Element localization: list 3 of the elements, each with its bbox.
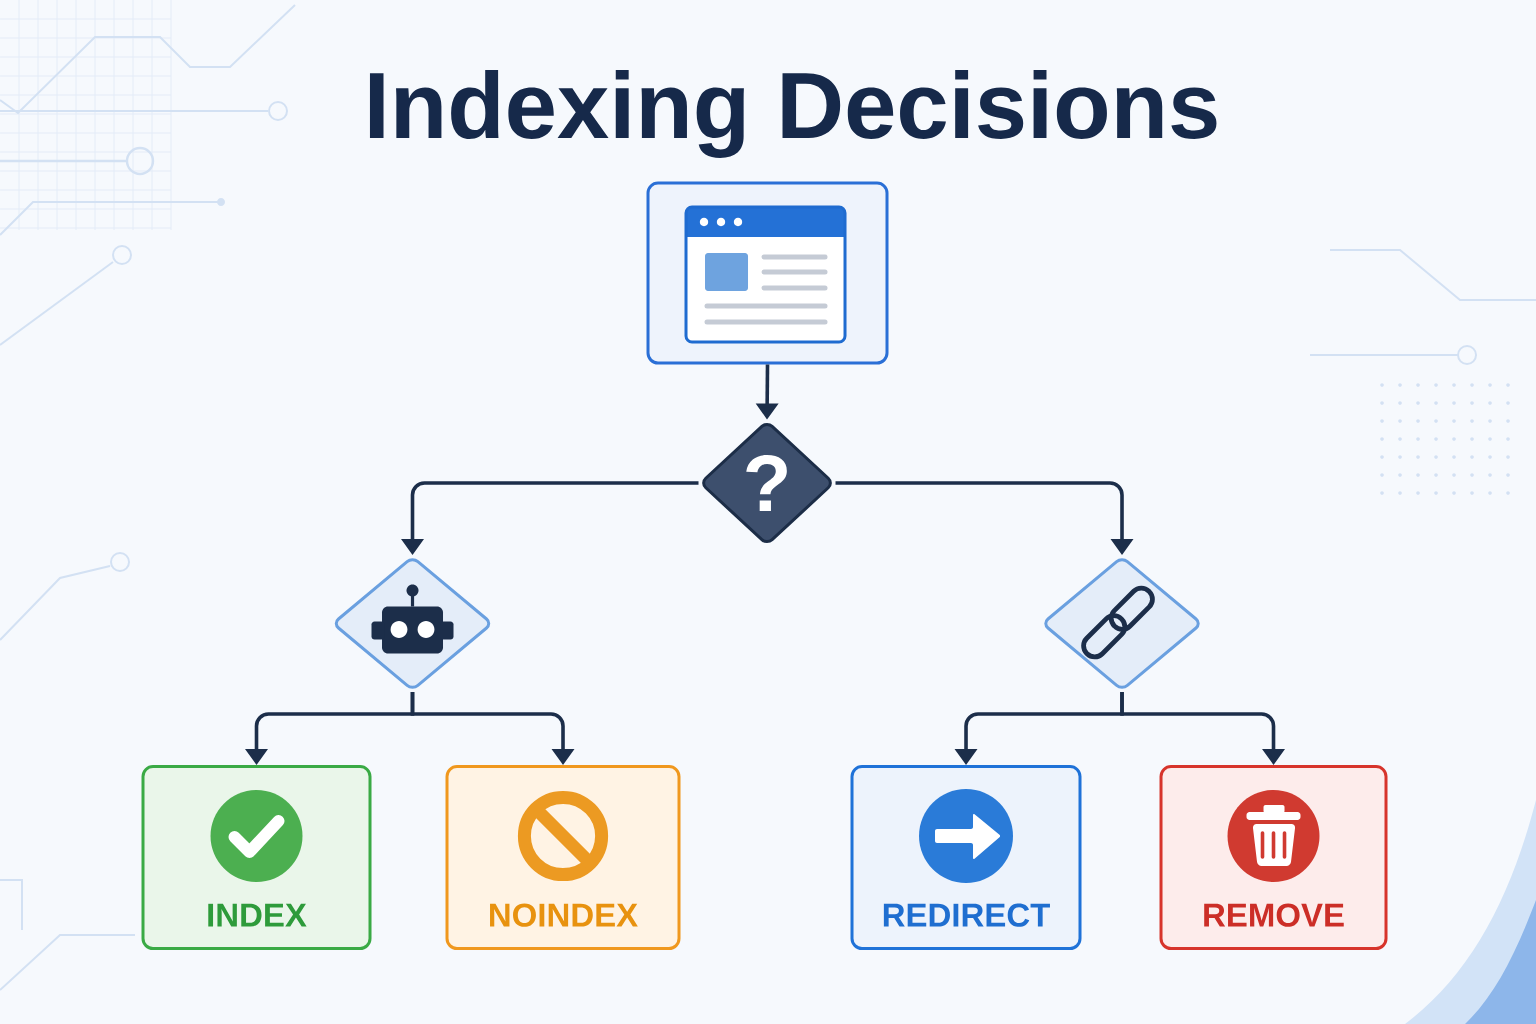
- title: Indexing Decisions: [369, 69, 1217, 158]
- outcome-box: NOINDEX: [445, 765, 681, 950]
- decision-diamond: [1044, 558, 1200, 689]
